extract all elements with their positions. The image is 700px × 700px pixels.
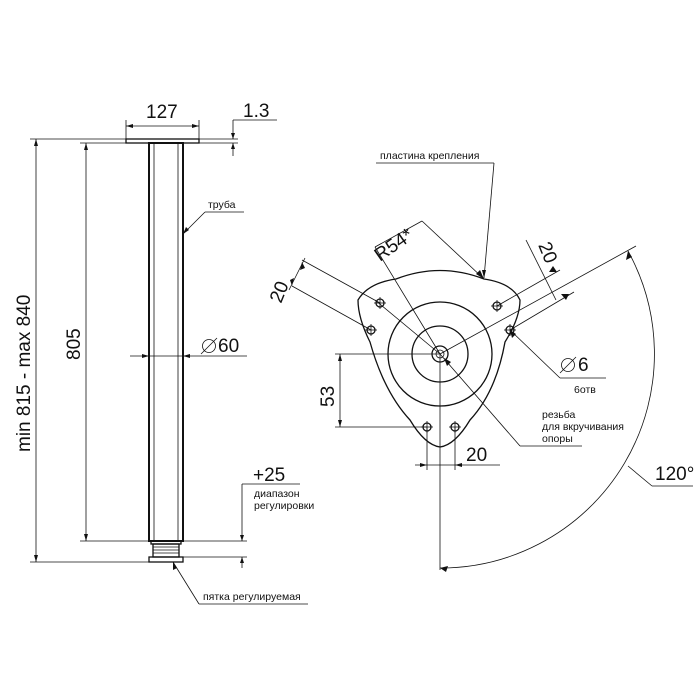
plate-drawing: R54* пластина крепления 20 20 53 20 (266, 150, 694, 572)
dim-length: 805 (64, 328, 85, 360)
label-thread-2: для вкручивания (542, 421, 624, 433)
leg-drawing: 127 1.3 min 815 - max 840 805 труба (14, 101, 314, 605)
dim-diameter: 60 (218, 336, 239, 357)
diameter-icon (200, 337, 218, 355)
dim-offset: 53 (318, 386, 339, 407)
label-thread-1: резьба (542, 409, 576, 421)
label-plate: пластина крепления (380, 150, 479, 162)
dim-top-width: 127 (146, 102, 178, 123)
dim-angle: 120° (655, 464, 694, 485)
dim-hole-spacing-left: 20 (266, 278, 293, 305)
label-thread-3: опоры (542, 433, 573, 445)
label-holes-count: 6отв (574, 384, 596, 396)
label-foot: пятка регулируемая (203, 591, 301, 603)
dim-adjust: +25 (253, 465, 285, 486)
dim-radius: R54* (371, 224, 418, 266)
dim-plate-thickness: 1.3 (243, 101, 269, 122)
angle-arc (439, 250, 655, 569)
label-adjust-range-2: регулировки (254, 500, 314, 512)
dim-total-height: min 815 - max 840 (14, 295, 35, 452)
leg-adjustable-foot (148, 540, 184, 563)
label-adjust-range-1: диапазон (254, 488, 300, 500)
diameter-icon (559, 356, 577, 374)
dim-hole-spacing-bottom: 20 (466, 445, 487, 466)
label-pipe: труба (208, 199, 236, 211)
mounting-plate-outline (357, 269, 521, 448)
dim-hole-diameter: 6 (578, 355, 589, 376)
